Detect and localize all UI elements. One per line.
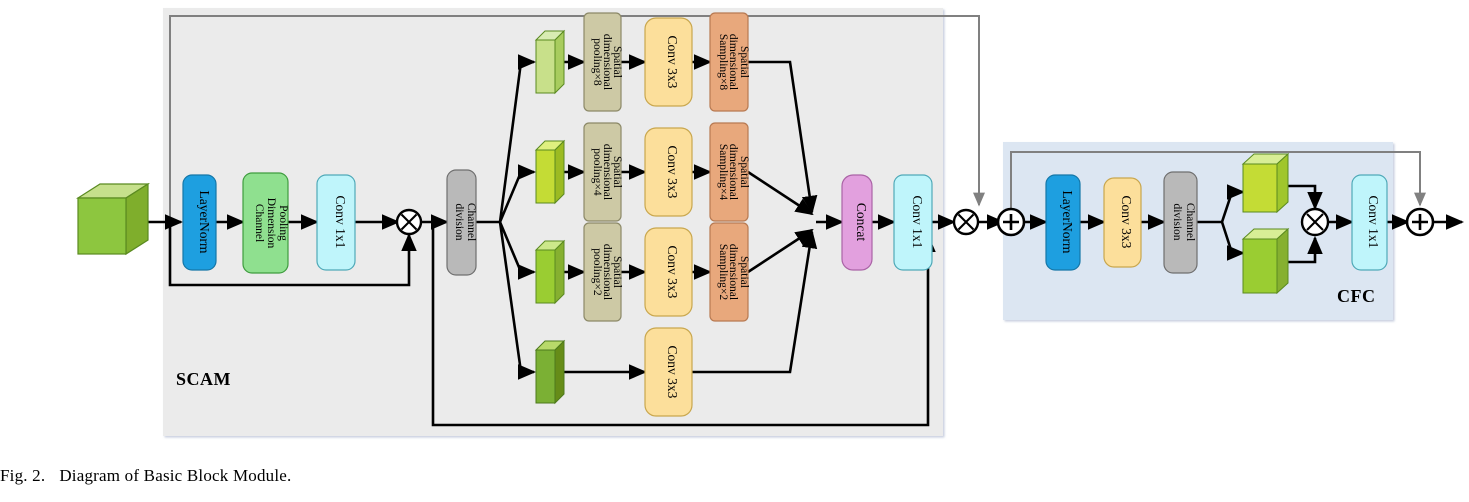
s4-l2: dimensional: [727, 144, 739, 200]
cds-line1: Channel: [465, 203, 477, 241]
s2-l2: dimensional: [727, 244, 739, 300]
block-sampling-4[interactable]: Sampling×4 dimensional Spatial: [709, 122, 750, 222]
cfc-cube-bottom: [1241, 227, 1290, 295]
p4-l1: Spatial: [611, 156, 623, 188]
c2-label: Conv 3x3: [665, 246, 680, 299]
block-conv3x3-cfc[interactable]: Conv 3x3: [1103, 177, 1142, 268]
cdp-line1: Channel: [253, 204, 265, 242]
block-conv1x1-scam-out[interactable]: Conv 1x1: [893, 174, 933, 271]
cfc-module-label: CFC: [1337, 286, 1376, 306]
block-conv3x3-branch-8[interactable]: Conv 3x3: [644, 17, 693, 107]
add-node-1: [996, 207, 1026, 237]
input-feature-cube: [75, 182, 151, 256]
block-layernorm-cfc-label: LayerNorm: [1060, 191, 1075, 254]
p8-l2: dimensional: [601, 34, 613, 90]
block-channel-division-cfc[interactable]: division Channel: [1163, 171, 1198, 274]
block-layernorm-scam-label: LayerNorm: [197, 191, 212, 254]
block-layernorm-cfc[interactable]: LayerNorm: [1045, 174, 1081, 271]
multiply-node-cfc: [1300, 207, 1330, 237]
block-pooling-4[interactable]: pooling×4 dimensional Spatial: [583, 122, 623, 222]
p2-l3: pooling×2: [591, 248, 603, 296]
block-conv1x1-cfc[interactable]: Conv 1x1: [1351, 174, 1388, 271]
block-conv1x1-scam-in[interactable]: Conv 1x1: [316, 174, 356, 271]
p2-l2: dimensional: [601, 244, 613, 300]
figure-caption: Fig. 2. Diagram of Basic Block Module.: [0, 466, 1000, 486]
cdc-line1: Channel: [1184, 203, 1196, 241]
s8-l1: Spatial: [738, 46, 750, 78]
s8-l3: Sampling×8: [717, 34, 729, 91]
cdp-line2: Dimension: [265, 198, 277, 249]
p2-l1: Spatial: [611, 256, 623, 288]
block-conv3x3-branch-identity[interactable]: Conv 3x3: [644, 327, 693, 417]
branch-4-cube: [534, 139, 566, 205]
branch-8-cube: [534, 29, 566, 95]
block-pooling-8[interactable]: pooling×8 dimensional Spatial: [583, 12, 623, 112]
block-conv1x1-scam-out-label: Conv 1x1: [910, 196, 925, 249]
c8-label: Conv 3x3: [665, 36, 680, 89]
figure-caption-text: Diagram of Basic Block Module.: [59, 466, 292, 485]
block-sampling-2[interactable]: Sampling×2 dimensional Spatial: [709, 222, 750, 322]
cfc-residual-skip: [1010, 151, 1426, 222]
block-layernorm-scam[interactable]: LayerNorm: [182, 174, 217, 271]
block-conv1x1-cfc-label: Conv 1x1: [1366, 196, 1381, 249]
cdc-line2: division: [1171, 203, 1183, 240]
cdp-line3: Pooling: [277, 205, 289, 241]
s8-l2: dimensional: [727, 34, 739, 90]
block-channel-dimension-pooling[interactable]: Channel Dimension Pooling: [242, 172, 289, 274]
cds-line2: division: [453, 203, 465, 240]
p8-l3: pooling×8: [591, 38, 603, 86]
block-conv1x1-scam-in-label: Conv 1x1: [333, 196, 348, 249]
block-conv3x3-cfc-label: Conv 3x3: [1119, 196, 1134, 249]
add-node-2: [1405, 207, 1435, 237]
s4-l1: Spatial: [738, 156, 750, 188]
figure-number: Fig. 2.: [0, 466, 46, 485]
block-pooling-2[interactable]: pooling×2 dimensional Spatial: [583, 222, 623, 322]
cfc-cube-top: [1241, 152, 1290, 214]
s4-l3: Sampling×4: [717, 144, 729, 201]
s2-l1: Spatial: [738, 256, 750, 288]
block-conv3x3-branch-2[interactable]: Conv 3x3: [644, 227, 693, 317]
p4-l3: pooling×4: [591, 148, 603, 196]
c4-label: Conv 3x3: [665, 146, 680, 199]
branch-2-cube: [534, 239, 566, 305]
block-concat-label: Concat: [854, 203, 869, 241]
block-conv3x3-branch-4[interactable]: Conv 3x3: [644, 127, 693, 217]
branch-identity-cube: [534, 339, 566, 405]
cid-label: Conv 3x3: [665, 346, 680, 399]
p4-l2: dimensional: [601, 144, 613, 200]
multiply-node-2: [952, 208, 980, 236]
p8-l1: Spatial: [611, 46, 623, 78]
scam-residual-skip: [169, 15, 985, 222]
block-concat[interactable]: Concat: [841, 174, 873, 271]
block-channel-division-scam[interactable]: division Channel: [446, 169, 477, 276]
scam-module-label: SCAM: [176, 369, 231, 389]
multiply-node-1: [395, 208, 423, 236]
s2-l3: Sampling×2: [717, 244, 729, 301]
block-sampling-8[interactable]: Sampling×8 dimensional Spatial: [709, 12, 750, 112]
